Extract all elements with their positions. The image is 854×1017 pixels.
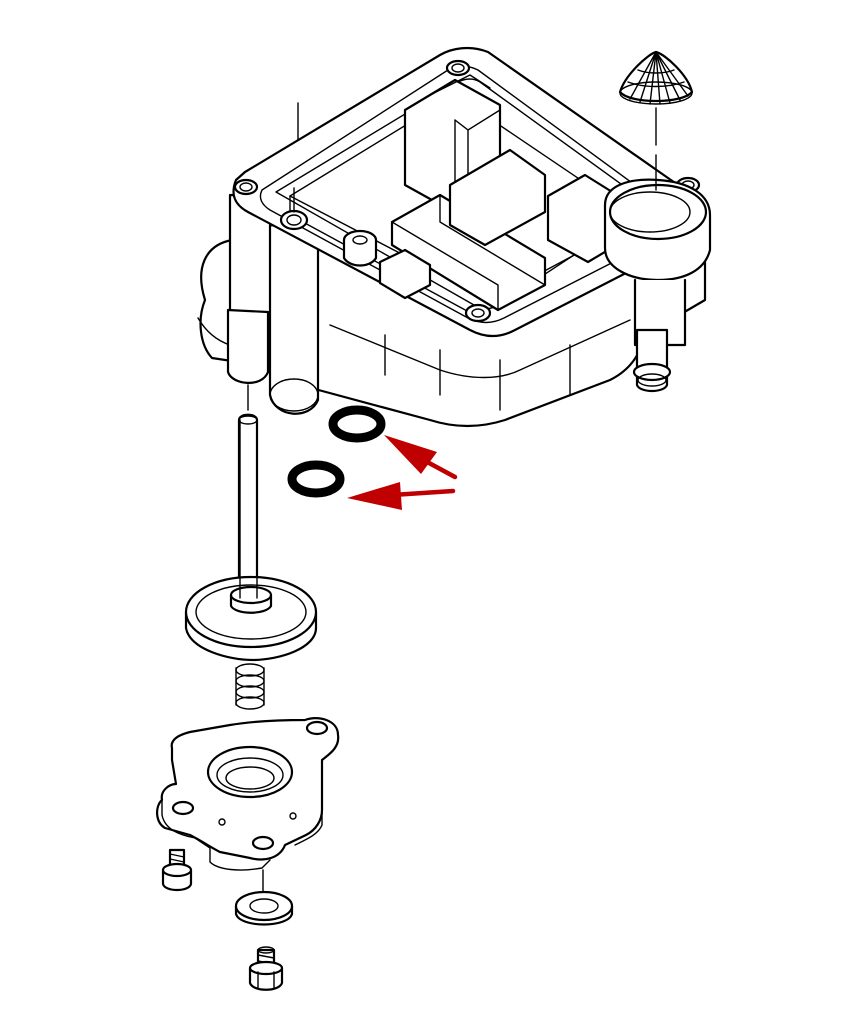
float-bowl <box>197 46 712 428</box>
accelerator-pump-cover <box>156 717 340 896</box>
highlight-arrow-lower <box>347 482 456 510</box>
o-ring-upper <box>328 405 386 443</box>
screw <box>161 848 193 892</box>
spring <box>235 663 265 710</box>
highlight-arrow-upper <box>384 435 458 480</box>
o-ring-lower <box>287 460 345 498</box>
filter-cone <box>618 50 694 146</box>
diaphragm-plunger <box>184 413 318 662</box>
washer <box>234 890 294 926</box>
drain-screw <box>248 946 284 991</box>
